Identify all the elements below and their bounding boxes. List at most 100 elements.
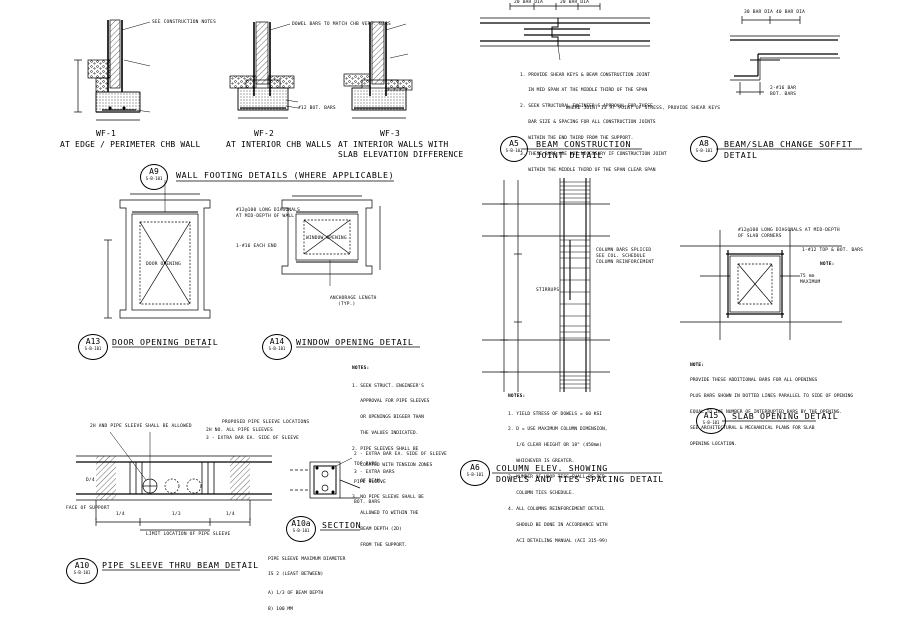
a15-footer-line: PLUS BARS SHOWN IN DOTTED LINES PARALLEL… xyxy=(690,394,854,400)
a10-label-9: LIMIT LOCATION OF PIPE SLEEVE xyxy=(146,532,231,537)
a13-note-1: #12@100 LONG DIAGONALS xyxy=(236,208,301,213)
a10-footer: PIPE SLEEVE MAXIMUM DIAMETER IS 2 (LEAST… xyxy=(268,546,345,618)
a10a-label-2: TOP BARS xyxy=(354,462,378,467)
a10-label-10: FACE OF SUPPORT xyxy=(66,506,110,511)
a9-sheet: S-B-101 xyxy=(145,176,163,181)
a8-title-1: BEAM/SLAB CHANGE SOFFIT xyxy=(724,139,853,149)
a10-note-line: FROM THE SUPPORT. xyxy=(352,542,408,548)
a6-id: A6 xyxy=(470,463,480,472)
a15-slab-drawing xyxy=(680,230,842,340)
detail-bubble-a6: A6 S-B-101 xyxy=(460,460,490,486)
a15-sheet: S-B-101 xyxy=(702,420,720,425)
a10a-label-3: 3 - EXTRA BARS xyxy=(354,470,395,475)
a9-title: WALL FOOTING DETAILS (WHERE APPLICABLE) xyxy=(176,170,395,180)
a14-sheet: S-B-101 xyxy=(268,346,286,351)
a6-sheet: S-B-101 xyxy=(466,472,484,477)
a15-note-3: 1-#12 TOP & BOT. BARS xyxy=(802,248,864,253)
title-underlines xyxy=(102,148,862,571)
a10-label-7: 1/3 xyxy=(172,512,181,517)
a10-note-line: BEAM DEPTH (2D) xyxy=(352,526,402,532)
wf1-caption: AT EDGE / PERIMETER CHB WALL xyxy=(60,140,201,149)
a6-title-2: DOWELS AND TIES SPACING DETAIL xyxy=(496,474,664,484)
a10a-sheet: S-B-101 xyxy=(292,528,310,533)
detail-bubble-a10: A10 S-B-101 xyxy=(66,558,98,584)
a10-id: A10 xyxy=(74,561,90,570)
a5-title-1: BEAM CONSTRUCTION xyxy=(536,139,632,149)
a15-footer-line: PROVIDE THESE ADDITIONAL BARS FOR ALL OP… xyxy=(690,378,818,384)
a10a-section-drawing xyxy=(290,457,361,499)
a15-note-4: 75 mm xyxy=(800,274,815,279)
a15-footer-line: OPENING LOCATION. xyxy=(690,442,738,448)
a5-note-line: BAR SIZE & SPACING FOR ALL CONSTRUCTION … xyxy=(520,120,656,126)
a10-note-line: ALLOWED TO WITHIN THE xyxy=(352,510,419,516)
a8-soffit-drawing xyxy=(730,16,840,95)
wf3-label: WF-3 xyxy=(380,129,401,138)
a10-label-6: 1/4 xyxy=(116,512,125,517)
a5-note-line: 2. SEEK STRUCTURAL ENGINEER'S APPROVAL F… xyxy=(520,104,653,110)
a6-note-line: 1. YIELD STRESS OF DOWELS = 60 KSI xyxy=(508,411,603,417)
a8-title-2: DETAIL xyxy=(724,150,758,160)
wf2-label: WF-2 xyxy=(254,129,275,138)
a8-sheet: S-B-101 xyxy=(695,148,713,153)
a15-footer-line: NOTE: xyxy=(690,362,704,368)
a5-note-line: WITHIN THE MIDDLE THIRD OF THE SPAN CLEA… xyxy=(520,167,656,173)
a10-label-8: 1/4 xyxy=(226,512,235,517)
a15-footer: NOTE: PROVIDE THESE ADDITIONAL BARS FOR … xyxy=(690,352,853,453)
a10-note-line: APPROVAL FOR PIPE SLEEVES xyxy=(352,399,430,405)
a10-sheet: S-B-101 xyxy=(73,570,91,575)
a15-note-5: MAXIMUM xyxy=(800,280,821,285)
a13-sheet: S-B-101 xyxy=(84,346,102,351)
a15-note-1: #12@100 LONG DIAGONALS AT MID-DEPTH xyxy=(738,228,840,233)
a10-label-3: 3 - EXTRA BAR EA. SIDE OF SLEEVE xyxy=(206,436,300,441)
wf1-footing-drawing xyxy=(74,19,151,121)
a13-id: A13 xyxy=(85,337,101,346)
detail-bubble-a15: A15 S-B-101 xyxy=(696,408,726,434)
a10-note-line: 2. PIPE SLEEVES SHALL BE xyxy=(352,447,419,453)
detail-bubble-a10a: A10a S-B-101 xyxy=(286,516,316,542)
drawing-canvas xyxy=(74,3,862,571)
a15-id: A15 xyxy=(703,411,719,420)
a5-beam-joint-drawing xyxy=(480,3,650,61)
wf2-note-bars: #12 BOT. BARS xyxy=(298,106,336,111)
a6-label-2: STIRRUPS xyxy=(536,288,560,293)
detail-bubble-a8: A8 S-B-101 xyxy=(690,136,718,162)
a10-label-5: D/4 xyxy=(86,478,95,483)
a15-title: SLAB OPENING DETAIL xyxy=(732,411,839,421)
a14-title: WINDOW OPENING DETAIL xyxy=(296,337,414,347)
wf2-note-dowel: DOWEL BARS TO MATCH CHB VERT. BARS xyxy=(292,22,391,27)
a5-side-note: WHERE JOINT IS AT POINT OF STRESS, PROVI… xyxy=(566,106,721,111)
a10a-label-5: BOT. BARS xyxy=(354,500,381,505)
a10-note-line: 1. SEEK STRUCT. ENGINEER'S xyxy=(352,383,424,389)
a5-dim-2: 20 BAR DIA xyxy=(560,0,590,5)
a5-title-2: JOINT DETAIL xyxy=(536,150,604,160)
a13-note-3: 1-#16 EACH END xyxy=(236,244,277,249)
a5-note-line: IN MID SPAN AT THE MIDDLE THIRD OF THE S… xyxy=(520,88,648,94)
a10-note-line: OR OPENINGS BIGGER THAN xyxy=(352,415,424,421)
a10a-label-1: 2 - EXTRA BAR EA. SIDE OF SLEEVE xyxy=(354,452,448,457)
wf3-caption-1: AT INTERIOR WALLS WITH xyxy=(338,140,449,149)
a6-note-line: 3. NUMBER OF HOOP TIES SHALL BE PER xyxy=(508,475,605,481)
a10-beam-drawing xyxy=(76,431,272,531)
a10-note-line: 3. NO PIPE SLEEVE SHALL BE xyxy=(352,494,424,500)
a6-label-3: SEE COL. SCHEDULE xyxy=(596,254,646,259)
a6-notes: 1. YIELD STRESS OF DOWELS = 60 KSI 2. D … xyxy=(508,401,608,549)
a6-note-line: COLUMN TIES SCHEDULE. xyxy=(508,491,575,497)
a10-label-1: PROPOSED PIPE SLEEVE LOCATIONS xyxy=(222,420,310,425)
a8-id: A8 xyxy=(699,139,709,148)
wf1-label: WF-1 xyxy=(96,129,117,138)
a10-label-4: 2H AND PIPE SLEEVE SHALL BE ALLOWED xyxy=(90,424,192,429)
a10-note-line: LOCATED WITH TENSION ZONES xyxy=(352,463,433,469)
a8-dim-1: 30 BAR DIA xyxy=(744,10,774,15)
a10-footer-line: IS 2 (LEAST BETWEEN) xyxy=(268,572,324,578)
a6-note-line: SHOULD BE DONE IN ACCORDANCE WITH xyxy=(508,522,608,528)
a6-note-line: WHICHEVER IS GREATER. xyxy=(508,459,575,465)
a10-note-line: OF BEAM. xyxy=(352,478,383,484)
a14-window-drawing xyxy=(281,195,381,286)
a8-dim-2: 40 BAR DIA xyxy=(776,10,806,15)
a6-label-4: COLUMN REINFORCEMENT xyxy=(596,260,655,265)
a10a-title: SECTION xyxy=(322,520,362,530)
a5-dim-1: 20 BAR DIA xyxy=(514,0,544,5)
a14-note-2: (TYP.) xyxy=(338,302,356,307)
a6-title-1: COLUMN ELEV. SHOWING xyxy=(496,463,608,473)
detail-bubble-a14: A14 S-B-101 xyxy=(262,334,292,360)
